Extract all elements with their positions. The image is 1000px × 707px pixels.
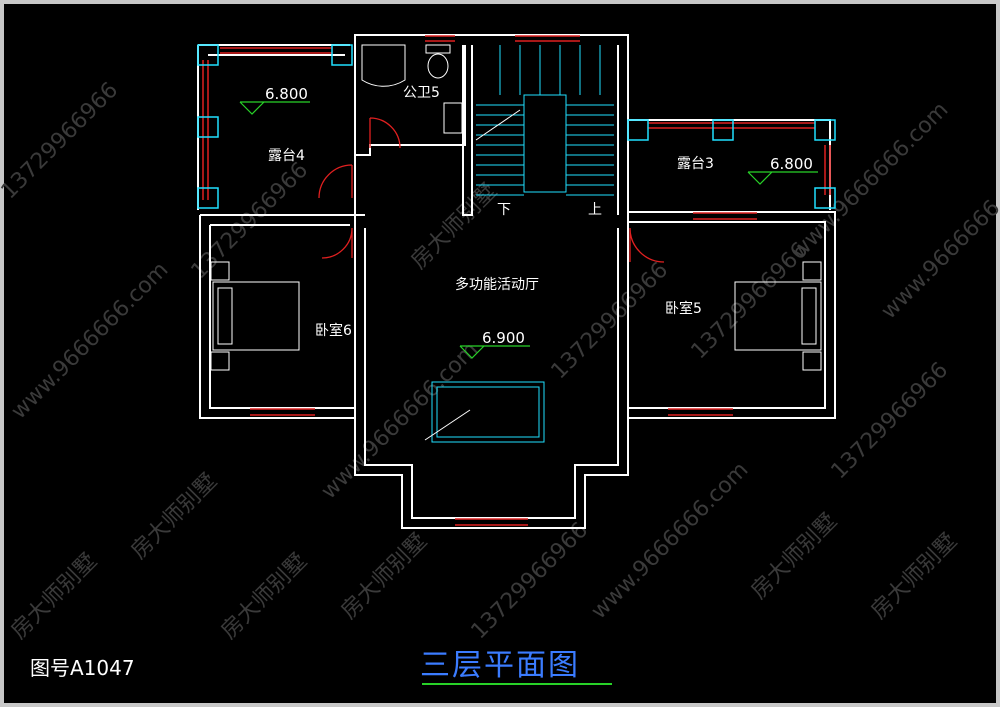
watermark: 13729966966: [547, 258, 674, 385]
elevation-hall: 6.900: [482, 329, 525, 347]
room-label-activity-hall: 多功能活动厅: [455, 276, 539, 293]
watermark: 房大师别墅: [407, 179, 502, 274]
walls: [197, 34, 836, 529]
room-label-terrace3: 露台3: [677, 156, 714, 172]
elevation-terrace3: 6.800: [770, 155, 813, 173]
watermark: 房大师别墅: [217, 549, 312, 644]
stair-label-up: 上: [588, 202, 602, 218]
room-label-bath5: 公卫5: [403, 85, 440, 101]
windows: [202, 35, 831, 526]
watermark: www.9666666.com: [877, 157, 1000, 324]
room-label-bedroom6: 卧室6: [315, 322, 352, 339]
watermark: 房大师别墅: [867, 529, 962, 624]
elevation-terrace4: 6.800: [265, 85, 308, 103]
billiard-table: [424, 381, 545, 443]
watermark: 13729966966: [467, 518, 594, 645]
watermark-layer: 13729966966 www.9666666.com 房大师别墅 房大师别墅 …: [0, 78, 1000, 645]
drawing-number: 图号A1047: [30, 656, 135, 680]
columns: [197, 44, 836, 209]
watermark: 房大师别墅: [127, 469, 222, 564]
bath-fixtures: [361, 44, 463, 134]
elevation-markers: [239, 101, 818, 359]
watermark: 13729966966: [827, 358, 954, 485]
watermark: www.9666666.com: [587, 457, 754, 624]
room-label-terrace4: 露台4: [268, 148, 305, 164]
doors: [318, 117, 665, 263]
watermark: 房大师别墅: [7, 549, 102, 644]
watermark: 房大师别墅: [747, 509, 842, 604]
watermark: 13729966966: [0, 78, 123, 205]
watermark: www.9666666.com: [7, 257, 174, 424]
watermark: 13729966966: [687, 238, 814, 365]
plan-title: 三层平面图: [420, 648, 580, 683]
staircase: [475, 45, 614, 196]
stair-label-down: 下: [497, 202, 511, 218]
watermark: www.9666666.com: [317, 337, 484, 504]
watermark: 13729966966: [187, 158, 314, 285]
title-underline: [422, 683, 612, 685]
watermark: 房大师别墅: [337, 529, 432, 624]
room-label-bedroom5: 卧室5: [665, 300, 702, 317]
beds: [210, 261, 822, 371]
